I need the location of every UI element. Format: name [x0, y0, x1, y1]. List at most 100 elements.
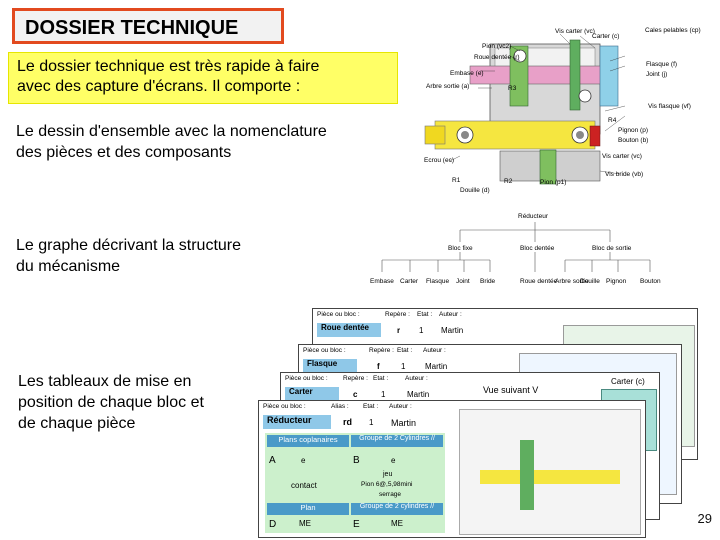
- t4-alias: rd: [343, 417, 352, 427]
- label-bouton: Bouton (b): [618, 137, 648, 144]
- shaft-end: [424, 125, 446, 145]
- t4-groupe2: Groupe de 2 cylindres //: [351, 503, 443, 515]
- t2-etat-label: Etat :: [397, 347, 413, 354]
- t4-drawing: [459, 409, 641, 535]
- bearing-block-right: [569, 39, 581, 111]
- t2-auteur-label: Auteur :: [423, 347, 446, 354]
- label-vis-ecrou: Vis carter (vc): [602, 153, 642, 160]
- label-carter: Carter (c): [592, 33, 619, 40]
- t3-piece: Carter: [285, 387, 339, 401]
- bullet-3-line-2: position de chaque bloc et: [18, 394, 204, 411]
- bullet-assembly-drawing: Le dessin d'ensemble avec la nomenclatur…: [16, 121, 327, 163]
- t1-repere: r: [397, 326, 401, 335]
- table-reducteur: Pièce ou bloc : Alias : Etat : Auteur : …: [258, 400, 646, 538]
- t4-pion: Pion 6@,5,98mini: [361, 481, 413, 488]
- t4-e2: e: [391, 456, 396, 465]
- label-r3: R3: [508, 85, 517, 92]
- t4-alias-label: Alias :: [331, 403, 349, 410]
- assembly-drawing: Vis carter (vc) Carter (c) Pion (vc2) Ca…: [424, 27, 701, 194]
- bullet-1-line-2: des pièces et des composants: [16, 144, 232, 161]
- label-roue: Roue dentée (r): [474, 54, 520, 61]
- label-embase: Embase (e): [450, 70, 484, 77]
- t4-A: A: [269, 455, 276, 466]
- t4-e1: e: [301, 456, 306, 465]
- label-flasque: Flasque (f): [646, 61, 677, 68]
- bullet-1-line-1: Le dessin d'ensemble avec la nomenclatur…: [16, 123, 327, 140]
- t4-piece-label: Pièce ou bloc :: [263, 403, 306, 410]
- t4-groupe1: Groupe de 2 Cylindres //: [351, 435, 443, 447]
- t4-auteur: Martin: [391, 418, 417, 428]
- graph-leaf-bride: Bride: [480, 278, 496, 285]
- input-shaft: [469, 65, 611, 85]
- label-r1: R1: [452, 177, 461, 184]
- label-pion-p1: Pion (p1): [540, 179, 566, 186]
- label-vis-carter: Vis carter (vc): [555, 28, 595, 35]
- t2-repere-label: Repère :: [369, 347, 394, 354]
- t1-repere-label: Repère :: [385, 311, 410, 318]
- t1-piece-label: Pièce ou bloc :: [317, 311, 360, 318]
- t4-plans: Plans coplanaires: [267, 435, 349, 447]
- t4-me2: ME: [391, 519, 403, 528]
- t3-piece-label: Pièce ou bloc :: [285, 375, 328, 382]
- t4-E: E: [353, 519, 360, 530]
- flasque: [599, 45, 619, 107]
- t1-auteur: Martin: [441, 326, 464, 335]
- t3-etat-label: Etat :: [373, 375, 389, 382]
- t4-plan: Plan: [267, 503, 349, 515]
- graph-leaf-bouton: Bouton: [640, 278, 661, 285]
- label-douille: Douille (d): [460, 187, 490, 194]
- pignon-block: [539, 149, 557, 185]
- graph-bloc-dentee: Bloc dentée: [520, 245, 555, 252]
- t4-drawing-shaft: [480, 470, 620, 484]
- bearing-r1-inner: [461, 131, 469, 139]
- t4-etat-label: Etat :: [363, 403, 379, 410]
- t1-etat: 1: [419, 326, 424, 335]
- bouton: [589, 125, 601, 147]
- t4-etat: 1: [369, 418, 374, 427]
- graph-leaf-joint: Joint: [456, 278, 470, 285]
- label-r4: R4: [608, 117, 617, 124]
- t1-piece: Roue dentée: [317, 323, 381, 337]
- t2-piece-label: Pièce ou bloc :: [303, 347, 346, 354]
- graph-leaf-embase: Embase: [370, 278, 394, 285]
- t4-auteur-label: Auteur :: [389, 403, 412, 410]
- label-pion-vc: Pion (vc2): [482, 43, 511, 50]
- t2-repere: f: [377, 362, 380, 371]
- intro-line-1: Le dossier technique est très rapide à f…: [17, 58, 320, 75]
- t3-auteur: Martin: [407, 390, 430, 399]
- t3-etat: 1: [381, 390, 386, 399]
- graph-bloc-sortie: Bloc de sortie: [592, 245, 632, 252]
- t1-etat-label: Etat :: [417, 311, 433, 318]
- t4-me1: ME: [299, 519, 311, 528]
- graph-leaf-douille: Douille: [580, 278, 600, 285]
- t3-carter-label: Carter (c): [611, 377, 645, 386]
- label-cales: Cales pelables (cp): [645, 27, 701, 34]
- graph-root: Réducteur: [518, 213, 549, 220]
- slide-title: DOSSIER TECHNIQUE: [12, 8, 284, 44]
- label-vis-bride: Vis bride (vb): [605, 171, 643, 178]
- bullet-3-line-1: Les tableaux de mise en: [18, 373, 192, 390]
- graph-leaf-roue: Roue dentée: [520, 278, 558, 285]
- t4-piece: Réducteur: [263, 415, 331, 429]
- bearing-r4: [578, 89, 592, 103]
- page-number: 29: [697, 511, 712, 526]
- t4-serrage: serrage: [379, 491, 402, 498]
- bullet-2-line-1: Le graphe décrivant la structure: [16, 237, 242, 254]
- graph-bloc-fixe: Bloc fixe: [448, 245, 473, 252]
- label-vis-flasque: Vis flasque (vf): [648, 103, 691, 110]
- t4-jeu: jeu: [383, 471, 393, 478]
- t4-drawing-block: [520, 440, 534, 510]
- label-pignon: Pignon (p): [618, 127, 648, 134]
- t2-piece: Flasque: [303, 359, 357, 373]
- label-arbre: Arbre sortie (a): [426, 83, 469, 90]
- graph-leaf-carter: Carter: [400, 278, 419, 285]
- t4-contact: contact: [291, 481, 317, 490]
- bullet-positioning-tables: Les tableaux de mise en position de chaq…: [18, 371, 204, 434]
- t2-auteur: Martin: [425, 362, 448, 371]
- t4-D: D: [269, 519, 277, 530]
- t1-auteur-label: Auteur :: [439, 311, 462, 318]
- bullet-3-line-3: de chaque pièce: [18, 415, 136, 432]
- t2-etat: 1: [401, 362, 406, 371]
- t3-repere: c: [353, 390, 358, 399]
- graph-leaf-pignon: Pignon: [606, 278, 627, 285]
